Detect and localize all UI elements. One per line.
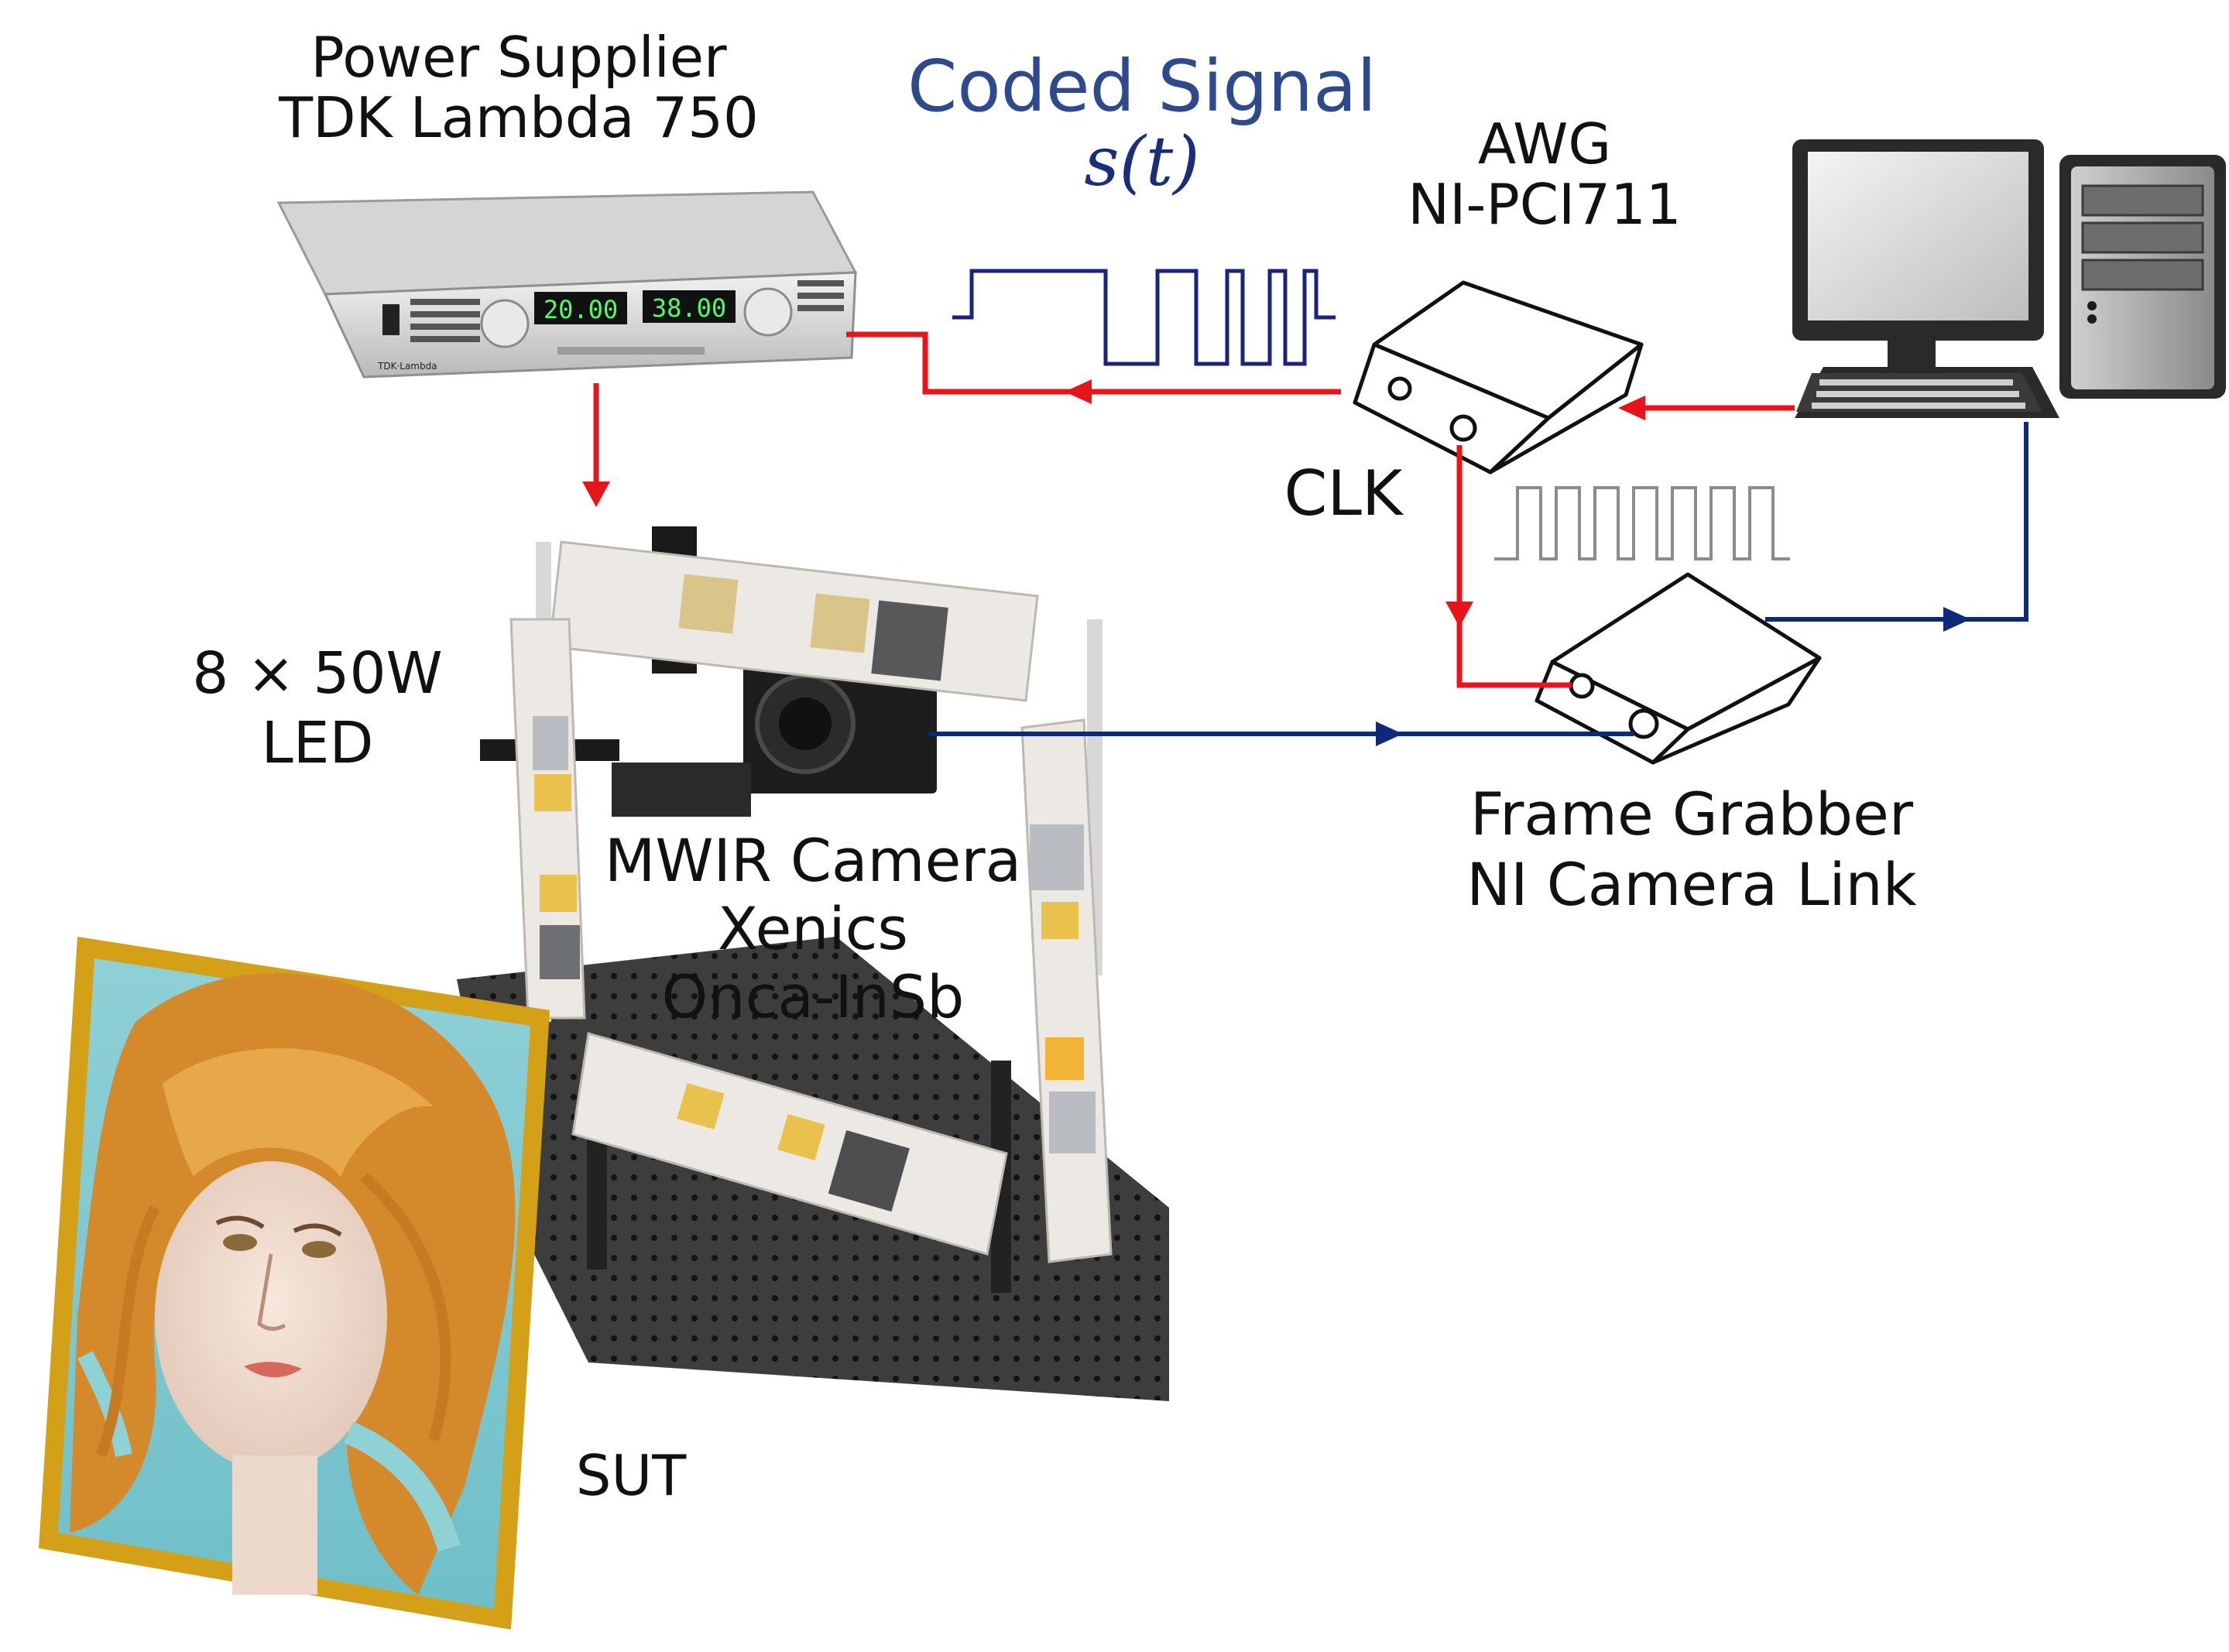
frame-grabber-label: Frame Grabber NI Camera Link <box>1428 779 1955 920</box>
awg-device <box>1353 280 1644 475</box>
coded-signal-waveform <box>952 269 1336 366</box>
led-type: LED <box>261 710 374 777</box>
pc-tower <box>2059 155 2226 399</box>
keyboard <box>1796 373 2042 412</box>
frame-grabber-title: Frame Grabber <box>1469 780 1914 848</box>
arrow-to-power-supplier <box>1065 379 1092 404</box>
power-supplier-model: TDK Lambda 750 <box>279 84 759 150</box>
arrow-to-computer <box>1943 607 1970 632</box>
clk-label: CLK <box>1284 458 1403 530</box>
led-frame-assembly <box>480 526 1113 1293</box>
led-bar-right <box>1020 718 1113 1263</box>
power-supplier-device: 20.00 38.00 TDK·Lambda <box>276 190 858 379</box>
line-awg-clk-to-frame-grabber <box>1456 445 1572 688</box>
clk-waveform <box>1494 486 1790 560</box>
power-supplier-label: Power Supplier TDK Lambda 750 <box>267 25 770 150</box>
computer <box>1792 139 2226 418</box>
coded-signal-formula: s(t) <box>1084 122 1200 202</box>
coded-signal-label: Coded Signal s(t) <box>894 45 1390 202</box>
frame-grabber-model: NI Camera Link <box>1466 850 1917 920</box>
led-bar-left <box>509 618 586 1020</box>
camera-brand: Xenics <box>717 894 909 964</box>
sut-label: SUT <box>575 1443 687 1508</box>
power-trigger-lines <box>593 331 1795 688</box>
led-bar-top <box>548 540 1039 702</box>
line-frame-grabber-to-computer <box>1765 422 2028 622</box>
arrow-to-led <box>582 482 610 507</box>
awg-label: AWG NI-PCI711 <box>1390 111 1699 237</box>
led-label: 8 × 50W LED <box>186 639 449 779</box>
camera-label: MWIR Camera Xenics Onca-InSb <box>569 826 1057 1032</box>
led-count: 8 × 50W <box>192 640 443 707</box>
awg-model: NI-PCI711 <box>1408 171 1682 237</box>
camera-model: Onca-InSb <box>661 962 965 1032</box>
voltage-display: 20.00 <box>544 295 618 324</box>
camera-title: MWIR Camera <box>604 826 1022 895</box>
line-awg-to-power-supplier <box>846 331 1341 395</box>
awg-title: AWG <box>1477 111 1612 177</box>
data-lines <box>929 422 2028 736</box>
led-bar-bottom <box>571 1032 1008 1256</box>
sut-painting <box>39 937 550 1630</box>
power-supplier-title: Power Supplier <box>310 25 727 90</box>
red-arrowheads <box>582 379 1645 627</box>
current-display: 38.00 <box>652 293 726 323</box>
blue-arrowheads <box>1376 607 1970 746</box>
arrow-to-awg <box>1618 396 1645 420</box>
arrow-to-frame-grabber <box>1376 721 1403 746</box>
arrow-clk-down <box>1445 602 1473 627</box>
brand-label: TDK·Lambda <box>377 361 437 372</box>
coded-signal-title: Coded Signal <box>907 45 1377 128</box>
